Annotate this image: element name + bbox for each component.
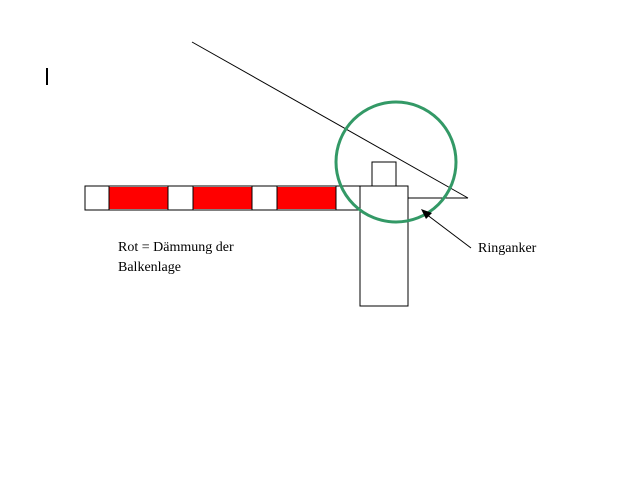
ring-anchor-label: Ringanker <box>478 241 537 256</box>
insulation-caption: Rot = Dämmung der Balkenlage <box>118 238 234 278</box>
insulation-segment <box>109 187 168 209</box>
caption-line-1: Rot = Dämmung der <box>118 240 234 255</box>
roof-line <box>191 41 469 199</box>
arrow-head-icon <box>421 209 432 219</box>
leader-line <box>425 213 472 249</box>
highlight-circle <box>334 100 458 224</box>
ring-anchor-block <box>371 161 397 187</box>
wall <box>359 185 409 307</box>
text-cursor <box>46 68 48 85</box>
caption-line-2: Balkenlage <box>118 260 181 275</box>
insulation-segment <box>193 187 252 209</box>
insulation-segment <box>277 187 336 209</box>
